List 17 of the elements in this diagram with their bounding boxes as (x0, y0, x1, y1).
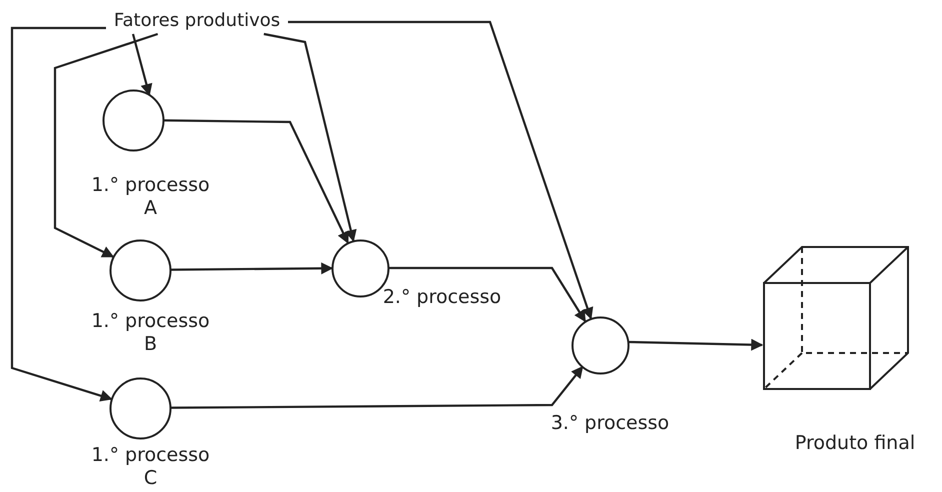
arrow (170, 366, 584, 409)
arrow (628, 338, 764, 351)
process-label: 3.° processo (550, 412, 670, 435)
product-label: Produto final (794, 432, 916, 455)
arrow (162, 119, 349, 244)
arrow (388, 266, 586, 322)
arrow (10, 26, 112, 402)
arrow (170, 262, 334, 274)
process-label: 1.° processo A (90, 174, 211, 220)
arrow (132, 34, 152, 96)
process-label: 2.° processo (382, 286, 502, 309)
input-label: Fatores produtivos (106, 8, 288, 34)
arrow (54, 32, 158, 258)
process-label: 1.° processo C (90, 444, 211, 490)
arrow (264, 32, 357, 242)
arrow (288, 20, 594, 320)
process-label: 1.° processo B (90, 310, 211, 356)
